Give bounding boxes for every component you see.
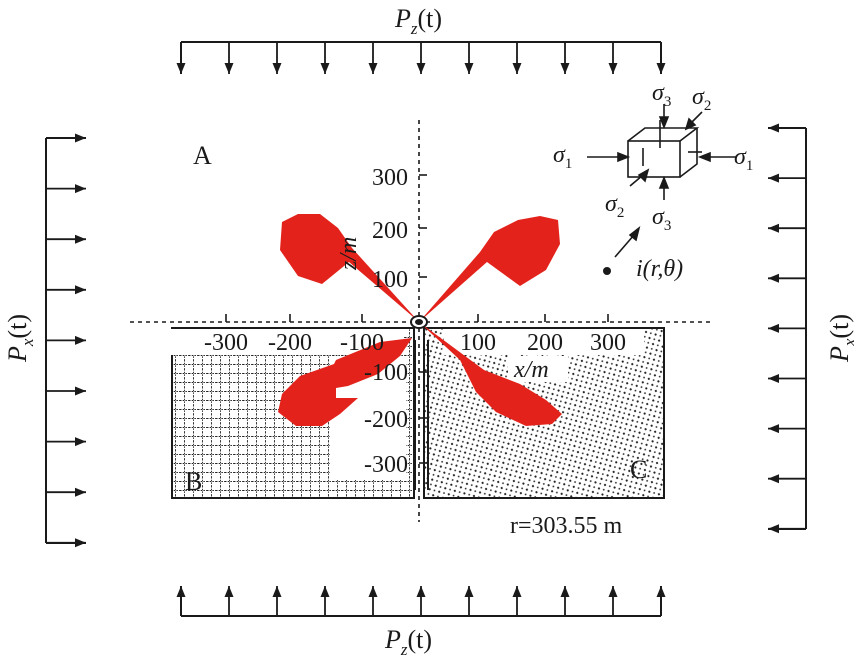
- load-arrow: [416, 42, 426, 74]
- left-load-label: Px(t): [3, 314, 37, 363]
- load-arrow: [656, 586, 666, 616]
- load-arrow: [768, 474, 806, 484]
- load-arrow: [46, 335, 86, 345]
- sigma-2-bottom-label: σ2: [605, 191, 624, 221]
- sigma-3-bottom-label: σ3: [652, 204, 671, 234]
- stress-labels: σ3 σ2 σ1 σ1 σ2 σ3: [553, 80, 753, 234]
- sigma-1-left-label: σ1: [553, 142, 572, 172]
- load-arrow: [176, 42, 186, 74]
- load-arrow: [768, 424, 806, 434]
- load-arrow: [46, 184, 86, 194]
- load-arrow: [46, 234, 86, 244]
- region-a-label: A: [193, 141, 212, 170]
- load-arrow: [176, 586, 186, 616]
- load-arrow: [560, 586, 570, 616]
- sigma-2-top-label: σ2: [692, 84, 711, 114]
- region-c-label: C: [630, 455, 647, 484]
- load-arrow: [416, 586, 426, 616]
- z-tick-label: -200: [364, 407, 408, 433]
- load-arrow: [46, 285, 86, 295]
- load-arrow: [46, 538, 86, 548]
- z-axis-label: z/m: [336, 237, 362, 271]
- source-marker: [410, 315, 428, 329]
- stress-element: [587, 104, 736, 258]
- load-arrow: [368, 586, 378, 616]
- x-tick-label: -200: [268, 330, 312, 356]
- load-arrow: [46, 437, 86, 447]
- radius-label: r=303.55 m: [510, 513, 623, 539]
- stress-lobes: [278, 214, 562, 426]
- z-tick-labels: 300 200 100 -100 -200 -300: [364, 165, 408, 478]
- bottom-load: Pz(t): [176, 586, 666, 659]
- load-arrow: [768, 524, 806, 534]
- lobe-lower-left: [278, 338, 412, 426]
- point-label: i(r,θ): [636, 256, 683, 282]
- lobe-upper-left: [280, 214, 419, 322]
- load-arrow: [512, 42, 522, 74]
- x-tick-label: 200: [527, 330, 563, 356]
- load-arrow: [272, 586, 282, 616]
- lobe-upper-right: [419, 216, 560, 322]
- load-arrow: [768, 323, 806, 333]
- x-tick-label: 100: [460, 330, 496, 356]
- lobe-lower-right: [419, 322, 562, 426]
- load-arrow: [224, 42, 234, 74]
- right-load: Px(t): [768, 123, 854, 534]
- top-load-label: Pz(t): [394, 4, 442, 38]
- z-tick-label: -100: [364, 360, 408, 386]
- z-tick-label: -300: [364, 452, 408, 478]
- z-tick-label: 100: [372, 267, 408, 293]
- bottom-load-label: Pz(t): [384, 625, 432, 659]
- observation-point: [603, 267, 611, 275]
- load-arrow: [768, 173, 806, 183]
- load-arrow: [320, 42, 330, 74]
- load-arrow: [320, 586, 330, 616]
- load-arrow: [464, 42, 474, 74]
- load-arrow: [464, 586, 474, 616]
- load-arrow: [768, 223, 806, 233]
- left-load: Px(t): [3, 133, 86, 548]
- x-axis-label: x/m: [513, 357, 549, 383]
- z-tick-label: 300: [372, 165, 408, 191]
- load-arrow: [768, 273, 806, 283]
- x-tick-labels: -300 -200 -100 100 200 300: [204, 330, 626, 356]
- load-arrow: [46, 487, 86, 497]
- sigma-3-top-label: σ3: [652, 80, 671, 110]
- load-arrow: [608, 42, 618, 74]
- z-tick-label: 200: [372, 218, 408, 244]
- load-arrow: [46, 133, 86, 143]
- region-b-label: B: [185, 467, 202, 496]
- load-arrow: [560, 42, 570, 74]
- load-arrow: [768, 123, 806, 133]
- sigma-1-right-label: σ1: [734, 144, 753, 174]
- top-load: Pz(t): [176, 4, 666, 74]
- load-arrow: [272, 42, 282, 74]
- load-arrow: [368, 42, 378, 74]
- x-tick-label: 300: [590, 330, 626, 356]
- load-arrow: [608, 586, 618, 616]
- load-arrow: [656, 42, 666, 74]
- load-arrow: [224, 586, 234, 616]
- load-arrow: [46, 386, 86, 396]
- load-arrow: [768, 374, 806, 383]
- x-tick-label: -100: [340, 330, 384, 356]
- x-tick-label: -300: [204, 330, 248, 356]
- load-arrow: [512, 586, 522, 616]
- right-load-label: Px(t): [825, 314, 854, 363]
